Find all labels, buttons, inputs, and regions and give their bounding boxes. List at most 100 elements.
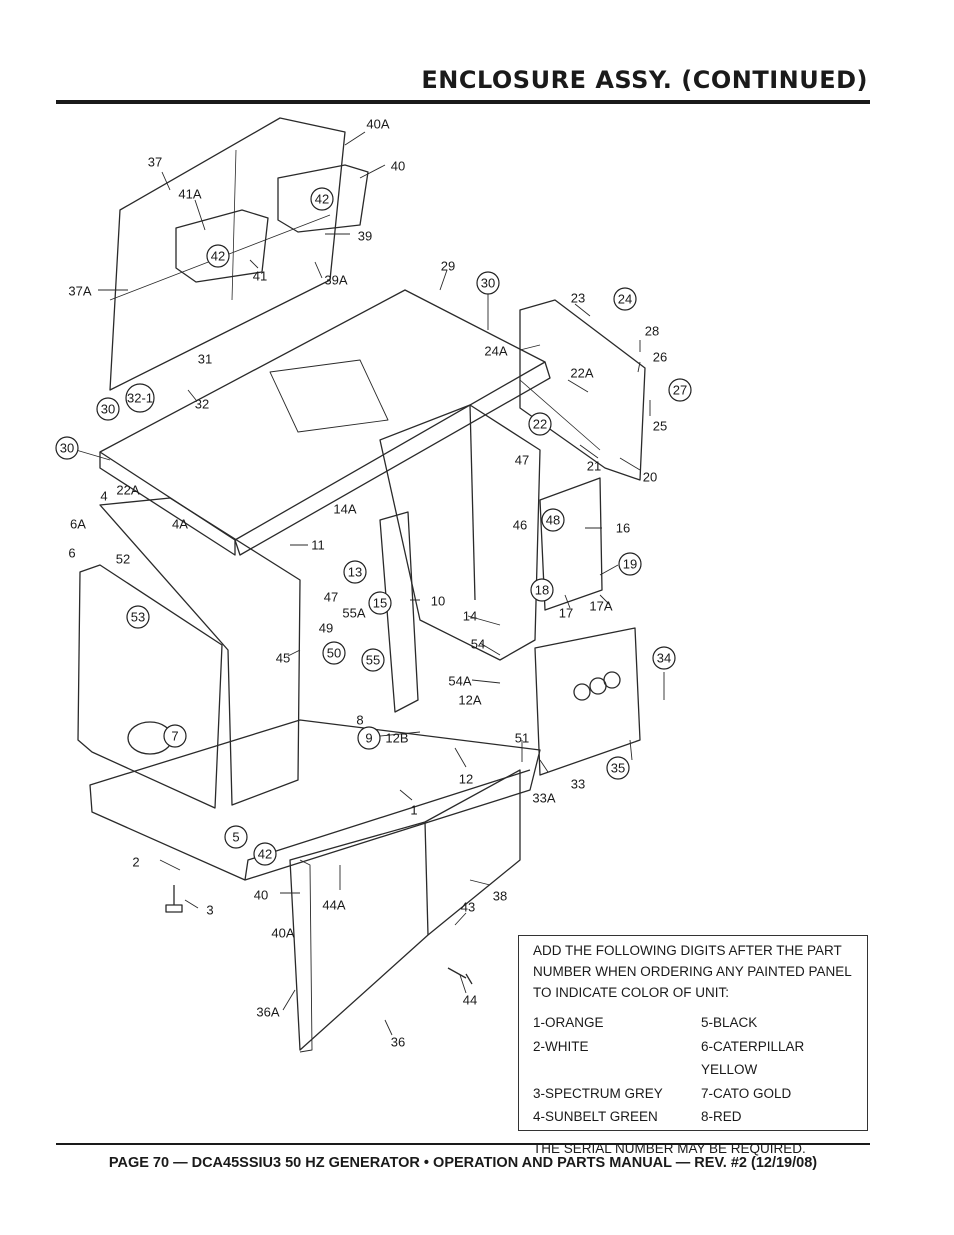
callout-label: 6A [70, 517, 86, 532]
callout-number: 52 [116, 552, 130, 567]
callout-number: 4 [100, 489, 107, 504]
callout-number: 55 [366, 653, 380, 668]
callout-number: 36 [391, 1035, 405, 1050]
color-code: 4-SUNBELT GREEN [533, 1109, 658, 1124]
callout-label: 45 [276, 651, 290, 666]
callout-number: 12 [459, 772, 473, 787]
callout-label: 4 [100, 489, 107, 504]
callout-number: 30 [60, 441, 74, 456]
callout-circle [343, 560, 367, 584]
callout-number: 18 [535, 583, 549, 598]
callout-number: 37 [148, 155, 162, 170]
callout-number: 4A [172, 517, 188, 532]
footer-rule [56, 1143, 870, 1145]
control-box-panel [539, 477, 603, 611]
circled-callout: 13 [343, 560, 367, 584]
callout-number: 20 [643, 470, 657, 485]
callout-label: 28 [645, 324, 659, 339]
callout-circle [668, 378, 692, 402]
callout-number: 25 [653, 419, 667, 434]
callout-label: 40 [254, 888, 268, 903]
callout-number: 54 [471, 637, 485, 652]
callout-label: 32 [195, 397, 209, 412]
callout-number: 33A [532, 791, 555, 806]
callout-label: 54 [471, 637, 485, 652]
box-40 [277, 164, 369, 233]
circled-callout: 9 [357, 726, 381, 750]
callout-label: 40A [271, 926, 294, 941]
callout-number: 13 [348, 565, 362, 580]
callout-number: 46 [513, 518, 527, 533]
callout-label: 31 [198, 352, 212, 367]
callout-label: 55A [342, 606, 365, 621]
callout-label: 41 [253, 269, 267, 284]
note-intro: ADD THE FOLLOWING DIGITS AFTER THE PART … [533, 943, 852, 1000]
callout-number: 51 [515, 731, 529, 746]
callout-number: 26 [653, 350, 667, 365]
color-code: 6-CATERPILLAR YELLOW [701, 1038, 805, 1078]
callout-number: 17 [559, 606, 573, 621]
callout-label: 33A [532, 791, 555, 806]
color-code: 8-RED [701, 1109, 742, 1124]
circled-callout: 27 [668, 378, 692, 402]
callout-number: 41 [253, 269, 267, 284]
callout-number: 42 [211, 249, 225, 264]
callout-label: 37A [68, 284, 91, 299]
callout-circle [126, 605, 150, 629]
callout-circle [618, 552, 642, 576]
box-41 [175, 209, 269, 283]
callout-label: 41A [178, 187, 201, 202]
color-code: 5-BLACK [701, 1015, 758, 1030]
circled-callout: 34 [652, 646, 676, 670]
left-door-panel [77, 564, 223, 809]
callout-label: 16 [616, 521, 630, 536]
callout-number: 30 [481, 276, 495, 291]
callout-label: 20 [643, 470, 657, 485]
callout-number: 24A [484, 344, 507, 359]
callout-label: 1 [410, 803, 417, 818]
callout-circle [530, 578, 554, 602]
callout-number: 2 [132, 855, 139, 870]
callout-label: 49 [319, 621, 333, 636]
circled-callout: 30 [96, 397, 120, 421]
callout-circle [253, 842, 277, 866]
center-post [379, 511, 419, 713]
callout-number: 14A [333, 502, 356, 517]
callout-number: 14 [463, 609, 477, 624]
circled-callout: 32-1 [125, 383, 155, 413]
callout-label: 36A [256, 1005, 279, 1020]
callout-label: 26 [653, 350, 667, 365]
callout-circle [476, 271, 500, 295]
callout-circle [652, 646, 676, 670]
callout-number: 10 [431, 594, 445, 609]
callout-number: 5 [232, 830, 239, 845]
callout-number: 7 [171, 729, 178, 744]
callout-label: 29 [441, 259, 455, 274]
callout-circle [224, 825, 248, 849]
callout-circle [541, 508, 565, 532]
callout-number: 22 [533, 417, 547, 432]
page-footer: PAGE 70 — DCA45SSIU3 50 HZ GENERATOR • O… [108, 1155, 818, 1171]
circled-callout: 48 [541, 508, 565, 532]
callout-number: 1 [410, 803, 417, 818]
callout-number: 6 [68, 546, 75, 561]
callout-label: 2 [132, 855, 139, 870]
callout-label: 25 [653, 419, 667, 434]
callout-number: 36A [256, 1005, 279, 1020]
callout-label: 6 [68, 546, 75, 561]
right-end-panel [519, 299, 646, 481]
callout-label: 37 [148, 155, 162, 170]
callout-label: 47 [515, 453, 529, 468]
callout-circle [368, 591, 392, 615]
callout-label: 12A [458, 693, 481, 708]
callout-label: 33 [571, 777, 585, 792]
callout-label: 23 [571, 291, 585, 306]
callout-number: 40 [391, 159, 405, 174]
side-frame [99, 497, 301, 806]
color-code-note: ADD THE FOLLOWING DIGITS AFTER THE PART … [518, 935, 868, 1156]
color-code: 1-ORANGE [533, 1015, 604, 1030]
callout-circle [357, 726, 381, 750]
callout-number: 37A [68, 284, 91, 299]
callout-label: 8 [356, 713, 363, 728]
callout-number: 40A [366, 117, 389, 132]
